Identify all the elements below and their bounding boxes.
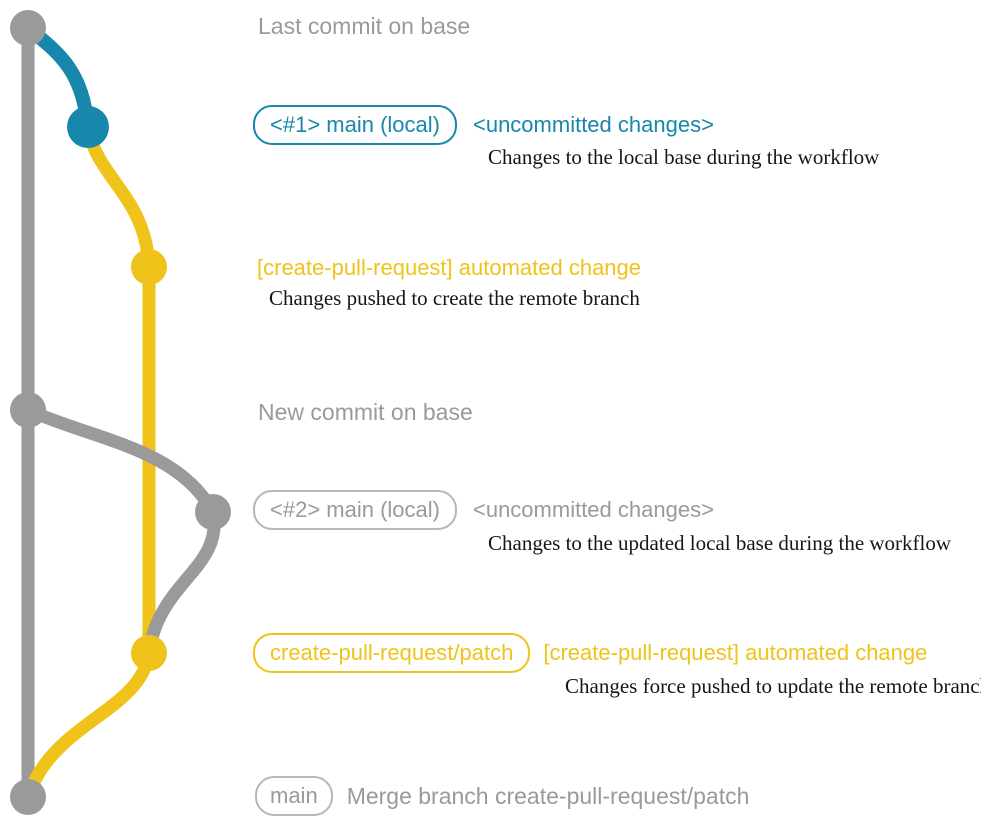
new-commit-label: New commit on base bbox=[258, 399, 473, 425]
description-row-1: Changes to the local base during the wor… bbox=[488, 145, 880, 169]
commit-dot-last-base bbox=[10, 10, 46, 46]
commit-dot-automated-change-2 bbox=[131, 635, 167, 671]
row-main-local-2: <#2> main (local) <uncommitted changes> bbox=[253, 490, 714, 531]
uncommitted-changes-label-2: <uncommitted changes> bbox=[472, 497, 714, 523]
branch-badge-main-local-2: <#2> main (local) bbox=[253, 490, 457, 531]
branch-badge-main-local-1: <#1> main (local) bbox=[253, 105, 457, 146]
commit-dot-main-local-2 bbox=[195, 494, 231, 530]
local-main-2-branch-curve bbox=[21, 403, 220, 519]
row-main-local-1: <#1> main (local) <uncommitted changes> bbox=[253, 105, 714, 146]
description-row-2: Changes pushed to create the remote bran… bbox=[269, 286, 640, 310]
uncommitted-changes-label-1: <uncommitted changes> bbox=[472, 112, 714, 138]
merge-commit-message: Merge branch create-pull-request/patch bbox=[346, 782, 750, 809]
commit-dot-main-local-1 bbox=[67, 106, 109, 148]
commit-dot-automated-change-1 bbox=[131, 249, 167, 285]
patch-branch-curve-out bbox=[81, 120, 156, 274]
commit-dot-merge bbox=[10, 779, 46, 815]
row-patch-branch: create-pull-request/patch [create-pull-r… bbox=[253, 633, 928, 674]
last-commit-label: Last commit on base bbox=[258, 13, 471, 39]
commit-message-automated-1: [create-pull-request] automated change bbox=[257, 255, 642, 280]
row-merge-main: main Merge branch create-pull-request/pa… bbox=[255, 776, 750, 817]
description-row-4: Changes force pushed to update the remot… bbox=[565, 674, 981, 698]
branch-badge-main: main bbox=[255, 776, 333, 817]
commit-message-automated-2: [create-pull-request] automated change bbox=[543, 640, 928, 666]
branch-badge-patch: create-pull-request/patch bbox=[253, 633, 531, 674]
local-main-2-to-patch-curve bbox=[142, 505, 221, 660]
patch-merge-curve bbox=[21, 646, 156, 804]
description-row-3: Changes to the updated local base during… bbox=[488, 531, 952, 555]
commit-dot-new-base bbox=[10, 392, 46, 428]
